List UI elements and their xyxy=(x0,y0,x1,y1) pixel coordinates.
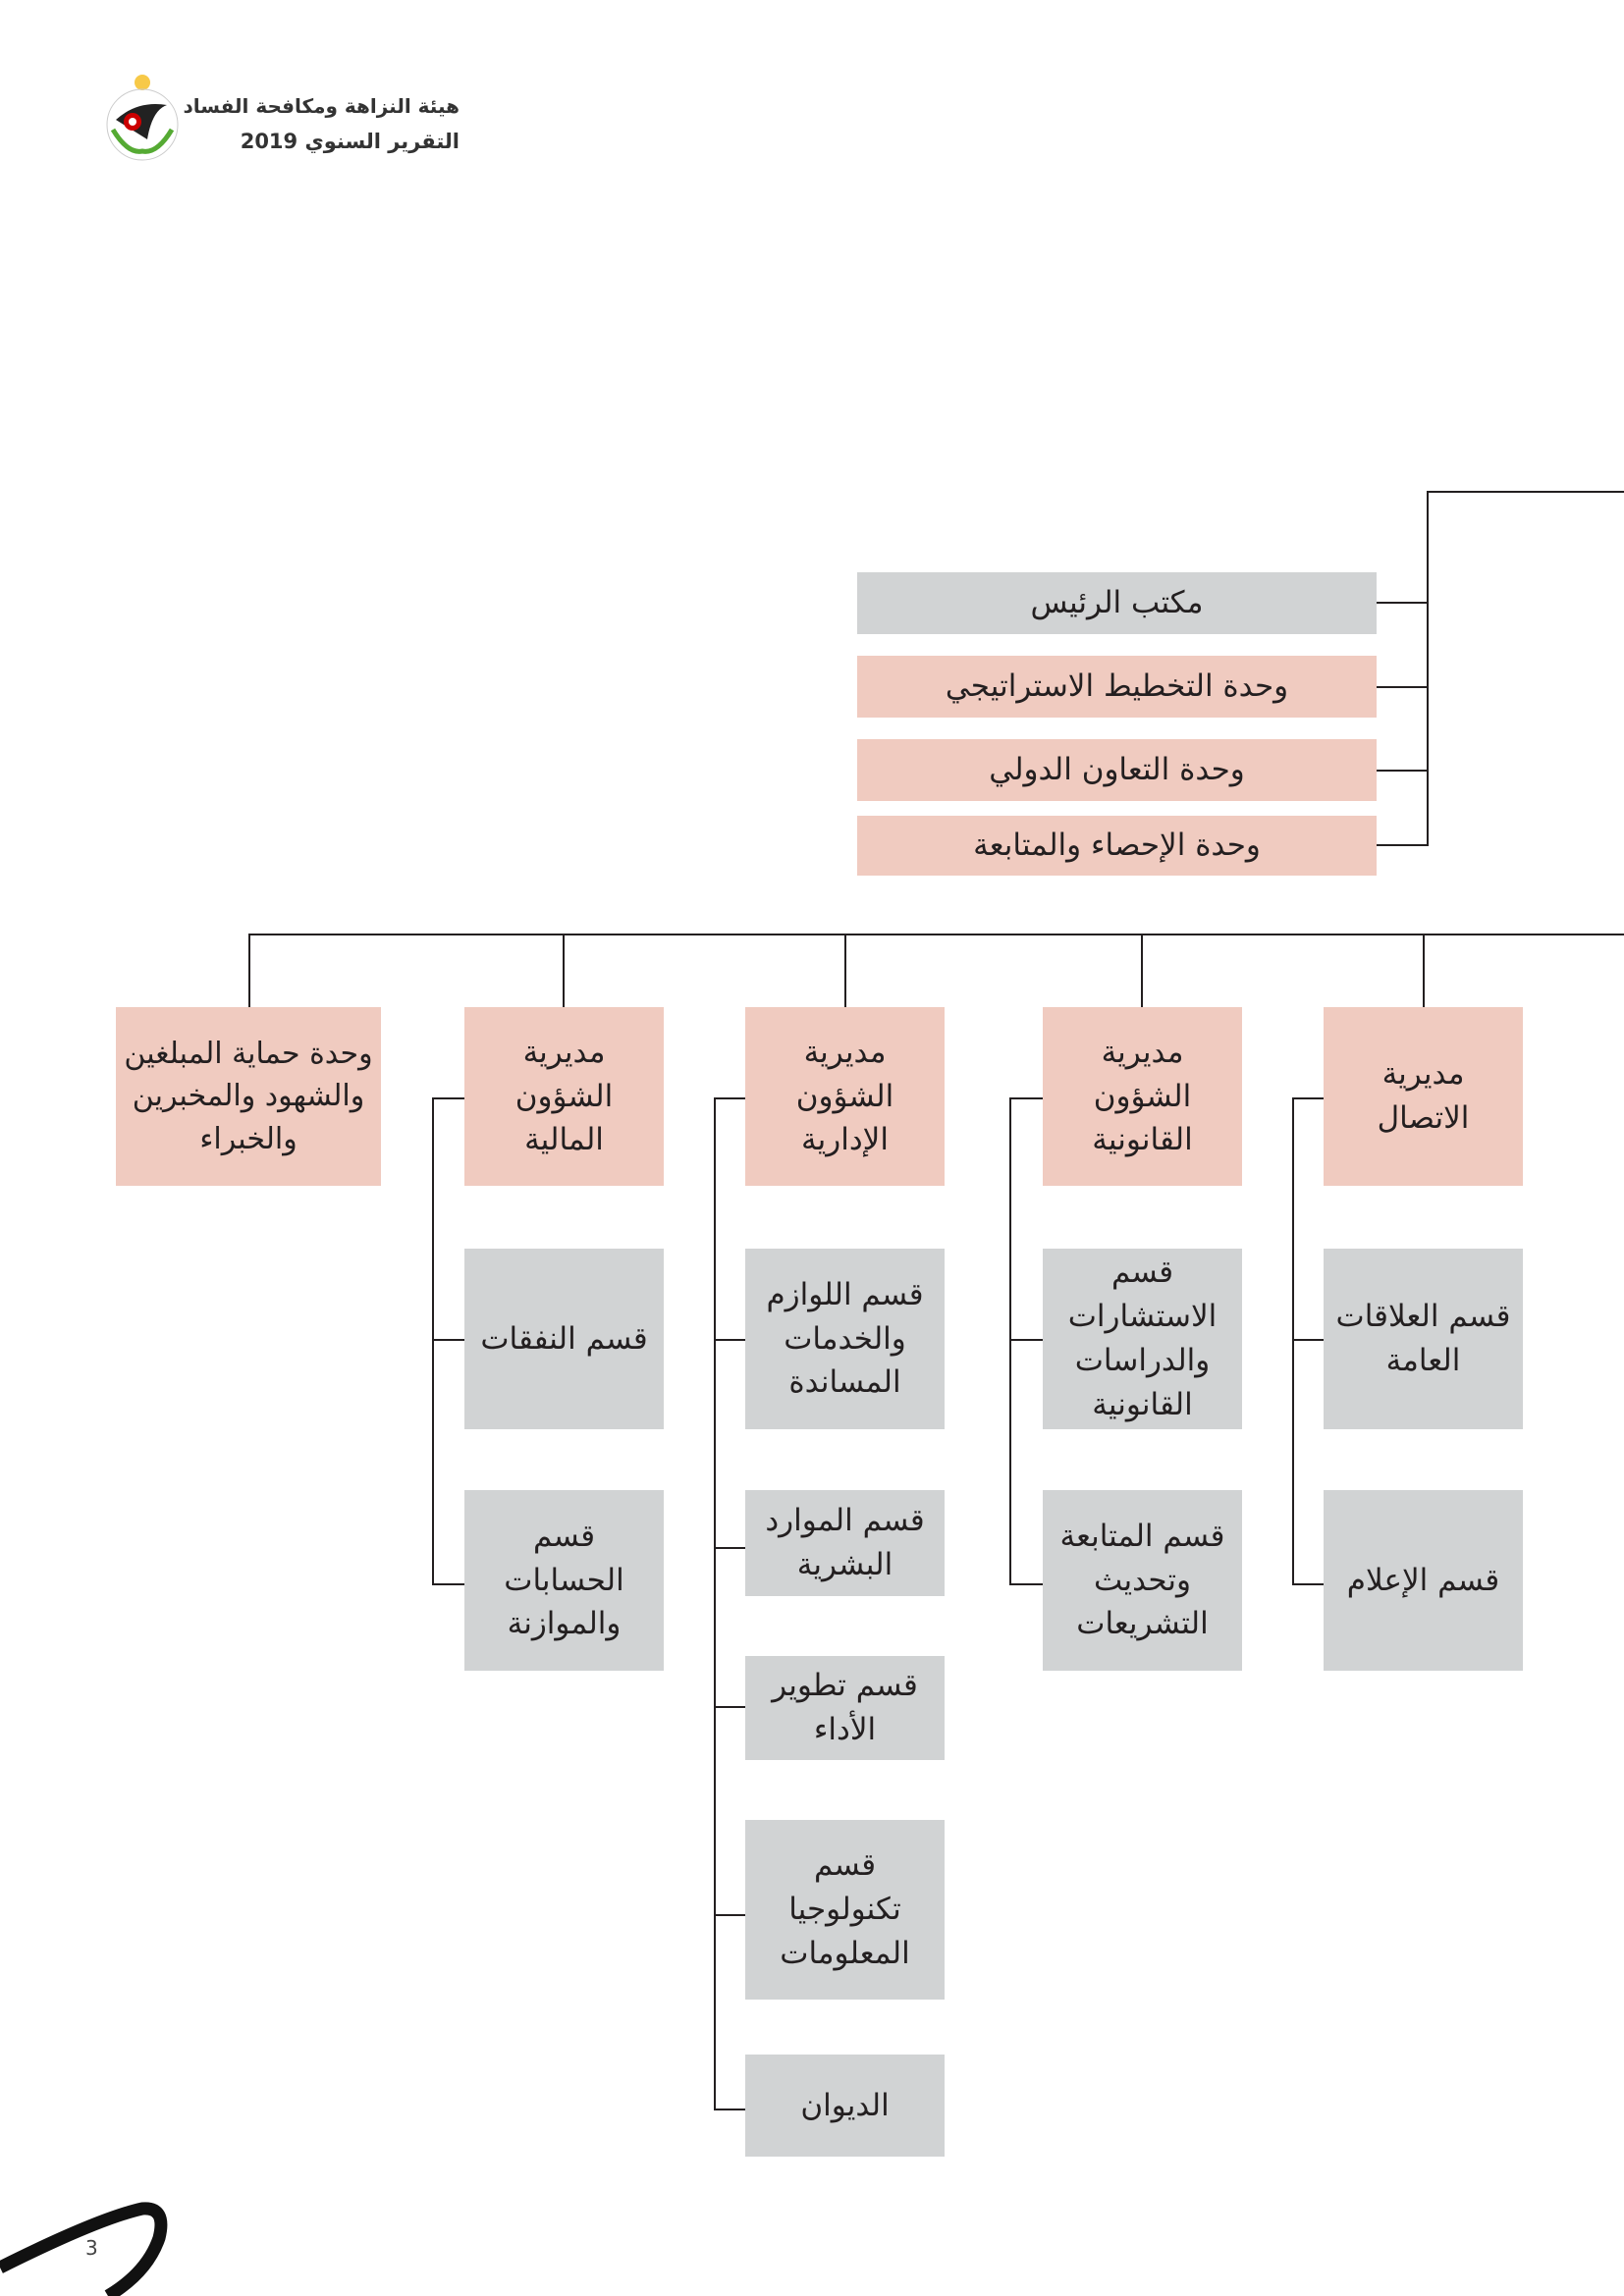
connector xyxy=(1377,844,1428,846)
connector xyxy=(1009,1583,1043,1585)
consultations-section: قسم الاستشارات والدراسات القانونية xyxy=(1043,1249,1242,1429)
connector xyxy=(248,934,250,1007)
communication-directorate: مديرية الاتصال xyxy=(1324,1007,1523,1186)
connector xyxy=(1292,1339,1324,1341)
connector xyxy=(1009,1097,1011,1585)
page-number: 3 xyxy=(85,2236,98,2260)
media-section: قسم الإعلام xyxy=(1324,1490,1523,1671)
connector xyxy=(248,934,1624,935)
connector xyxy=(432,1339,464,1341)
it-section: قسم تكنولوجيا المعلومات xyxy=(745,1820,945,2000)
report-title: التقرير السنوي 2019 xyxy=(240,130,460,153)
president-office: مكتب الرئيس xyxy=(857,572,1377,634)
hr-section: قسم الموارد البشرية xyxy=(745,1490,945,1596)
connector xyxy=(844,934,846,1007)
connector xyxy=(1427,491,1429,846)
connector xyxy=(714,1097,745,1099)
connector xyxy=(714,1706,745,1708)
connector xyxy=(1141,934,1143,1007)
connector xyxy=(1428,491,1624,493)
connector xyxy=(1423,934,1425,1007)
strategic-planning-unit: وحدة التخطيط الاستراتيجي xyxy=(857,656,1377,718)
connector xyxy=(1009,1339,1043,1341)
connector xyxy=(1377,686,1428,688)
connector xyxy=(1009,1097,1043,1099)
logo xyxy=(98,71,187,169)
connector xyxy=(432,1097,434,1585)
performance-section: قسم تطوير الأداء xyxy=(745,1656,945,1760)
connector xyxy=(714,1097,716,2110)
connector xyxy=(1292,1583,1324,1585)
connector xyxy=(1292,1097,1324,1099)
swoosh-decoration xyxy=(0,2202,168,2296)
connector xyxy=(714,1547,745,1549)
diwan-section: الديوان xyxy=(745,2055,945,2157)
connector xyxy=(1377,602,1428,604)
statistics-unit: وحدة الإحصاء والمتابعة xyxy=(857,816,1377,876)
connector xyxy=(714,2109,745,2110)
connector xyxy=(432,1097,464,1099)
connector xyxy=(432,1583,464,1585)
public-relations-section: قسم العلاقات العامة xyxy=(1324,1249,1523,1429)
supplies-section: قسم اللوازم والخدمات المساندة xyxy=(745,1249,945,1429)
finance-directorate: مديرية الشؤون المالية xyxy=(464,1007,664,1186)
international-cooperation-unit: وحدة التعاون الدولي xyxy=(857,739,1377,801)
accounts-section: قسم الحسابات والموازنة xyxy=(464,1490,664,1671)
expenses-section: قسم النفقات xyxy=(464,1249,664,1429)
legislation-section: قسم المتابعة وتحديث التشريعات xyxy=(1043,1490,1242,1671)
connector xyxy=(1377,770,1428,772)
connector xyxy=(563,934,565,1007)
connector xyxy=(1292,1097,1294,1585)
admin-directorate: مديرية الشؤون الإدارية xyxy=(745,1007,945,1186)
org-name: هيئة النزاهة ومكافحة الفساد xyxy=(183,94,460,118)
protection-unit: وحدة حماية المبلغين والشهود والمخبرين وا… xyxy=(116,1007,381,1186)
connector xyxy=(714,1339,745,1341)
legal-directorate: مديرية الشؤون القانونية xyxy=(1043,1007,1242,1186)
connector xyxy=(714,1914,745,1916)
